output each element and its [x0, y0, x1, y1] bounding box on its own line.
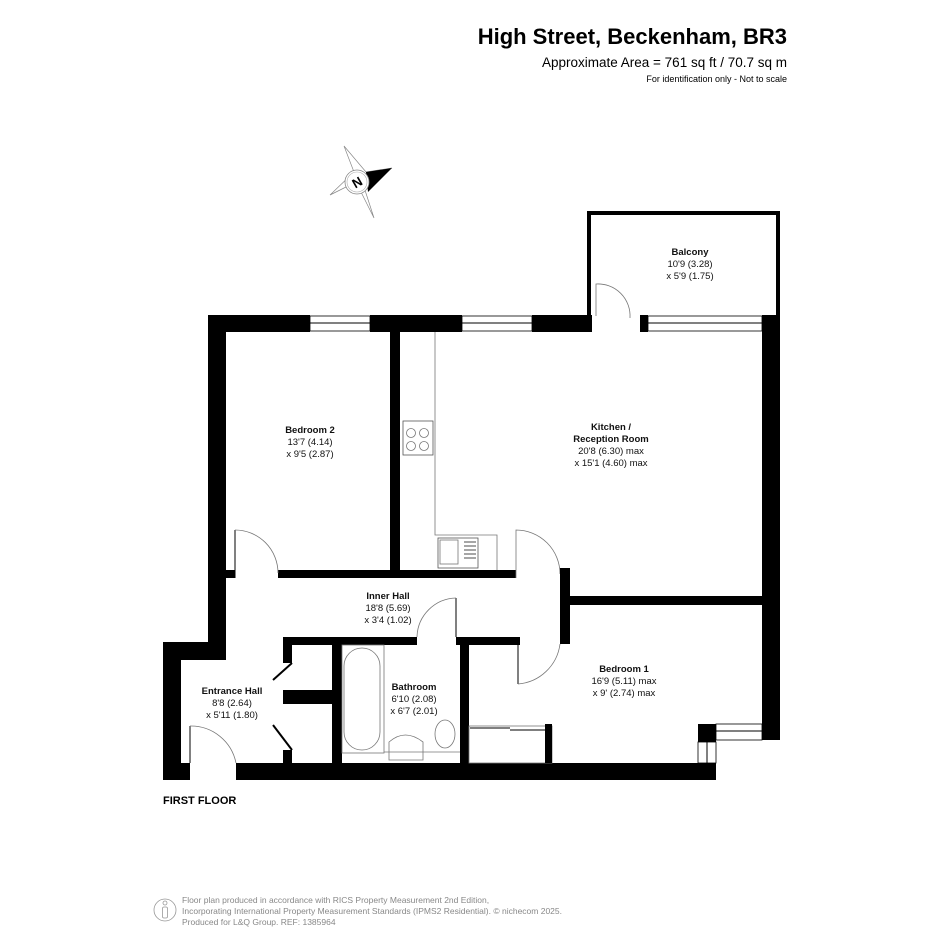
footer-line-1: Floor plan produced in accordance with R…	[182, 895, 489, 905]
footer-line-2: Incorporating International Property Mea…	[182, 906, 562, 916]
room-dim-bedroom1-2: x 9' (2.74) max	[593, 688, 656, 699]
balcony-outline	[587, 211, 780, 319]
wardrobe	[468, 724, 553, 764]
room-name-kitchen-1: Kitchen /	[591, 422, 631, 433]
room-dim-entrance-hall-2: x 5'11 (1.80)	[206, 710, 258, 721]
room-name-bedroom2: Bedroom 2	[285, 425, 335, 436]
toilet-icon	[434, 719, 456, 749]
room-dim-bedroom1-1: 16'9 (5.11) max	[591, 676, 656, 687]
room-name-balcony: Balcony	[672, 247, 710, 258]
room-name-entrance-hall: Entrance Hall	[202, 686, 263, 697]
room-dim-bathroom-2: x 6'7 (2.01)	[390, 706, 437, 717]
room-dim-balcony-2: x 5'9 (1.75)	[666, 271, 713, 282]
bathroom-fixtures	[341, 644, 460, 761]
room-dim-kitchen-2: x 15'1 (4.60) max	[574, 458, 647, 469]
room-dim-balcony-1: 10'9 (3.28)	[667, 259, 712, 270]
property-title: High Street, Beckenham, BR3	[478, 24, 787, 49]
room-name-inner-hall: Inner Hall	[366, 591, 409, 602]
approximate-area: Approximate Area = 761 sq ft / 70.7 sq m	[542, 55, 787, 70]
disclaimer-note: For identification only - Not to scale	[646, 74, 787, 84]
room-name-bathroom: Bathroom	[392, 682, 437, 693]
footer-line-3: Produced for L&Q Group. REF: 1385964	[182, 917, 336, 927]
room-dim-bedroom2-2: x 9'5 (2.87)	[286, 449, 333, 460]
room-dim-inner-hall-1: 18'8 (5.69)	[365, 603, 410, 614]
room-dim-inner-hall-2: x 3'4 (1.02)	[364, 615, 411, 626]
room-name-bedroom1: Bedroom 1	[599, 664, 649, 675]
walls	[163, 315, 780, 780]
basin-icon	[388, 734, 424, 761]
room-dim-entrance-hall-1: 8'8 (2.64)	[212, 698, 252, 709]
bath-icon	[343, 647, 381, 751]
room-dim-bathroom-1: 6'10 (2.08)	[391, 694, 436, 705]
room-name-kitchen-2: Reception Room	[573, 434, 648, 445]
compass-icon: N	[329, 145, 393, 219]
info-logo-icon	[153, 898, 177, 922]
floor-label: FIRST FLOOR	[163, 795, 236, 807]
room-dim-bedroom2-1: 13'7 (4.14)	[287, 437, 332, 448]
kitchen-counter	[402, 332, 498, 570]
room-dim-kitchen-1: 20'8 (6.30) max	[578, 446, 644, 457]
hob-icon	[402, 420, 434, 456]
